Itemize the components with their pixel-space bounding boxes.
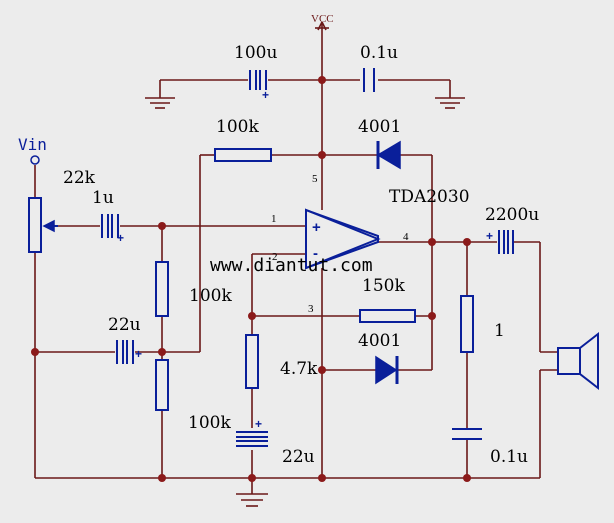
resistor-4.7k bbox=[245, 334, 259, 389]
svg-text:+: + bbox=[262, 88, 269, 102]
capacitor-2200u-output: + bbox=[486, 229, 514, 254]
label-c-22u-ground: 22u bbox=[282, 447, 315, 467]
ground-icon bbox=[236, 493, 268, 507]
vcc-label: VCC bbox=[311, 13, 334, 25]
label-ic-tda2030: TDA2030 bbox=[389, 187, 470, 207]
label-c-0.1u-top: 0.1u bbox=[360, 43, 398, 63]
label-r-150k: 150k bbox=[362, 276, 405, 296]
capacitor-100u-top: + bbox=[249, 70, 269, 102]
label-d-4001-top: 4001 bbox=[358, 117, 401, 137]
label-r-1: 1 bbox=[494, 321, 505, 341]
junction-nodes bbox=[31, 76, 471, 482]
svg-text:-: - bbox=[313, 245, 318, 262]
label-r-100k-bottom: 100k bbox=[188, 413, 231, 433]
vin-terminal bbox=[30, 155, 40, 165]
resistor-1ohm bbox=[460, 295, 474, 353]
label-pot-22k: 22k bbox=[63, 168, 96, 188]
speaker-icon bbox=[557, 331, 599, 391]
capacitor-22u-ground: + bbox=[236, 417, 268, 447]
diode-4001-bottom bbox=[375, 355, 399, 385]
label-c-1u: 1u bbox=[92, 188, 114, 208]
svg-text:+: + bbox=[312, 219, 321, 236]
capacitor-0.1u-top bbox=[363, 68, 375, 92]
label-r-100k-mid: 100k bbox=[189, 286, 232, 306]
ground-icon bbox=[435, 97, 465, 109]
capacitor-0.1u-zobel bbox=[452, 428, 482, 440]
label-c-2200u: 2200u bbox=[485, 205, 539, 225]
resistor-100k-mid bbox=[155, 261, 169, 317]
capacitor-1u-input: + bbox=[101, 214, 124, 245]
resistor-100k-top bbox=[214, 148, 272, 162]
label-c-22u-bias: 22u bbox=[108, 315, 141, 335]
wires bbox=[34, 22, 558, 494]
label-d-4001-bottom: 4001 bbox=[358, 331, 401, 351]
resistor-150k bbox=[359, 309, 416, 323]
pin-2-label: 2 bbox=[272, 251, 278, 263]
pin-4-label: 4 bbox=[403, 231, 409, 243]
pin-5-label: 5 bbox=[312, 173, 318, 185]
diode-4001-top bbox=[376, 140, 401, 170]
svg-text:+: + bbox=[135, 347, 142, 361]
opamp-tda2030: + - bbox=[305, 208, 381, 270]
label-r-100k-top: 100k bbox=[216, 117, 259, 137]
label-c-100u-top: 100u bbox=[234, 43, 277, 63]
svg-text:+: + bbox=[117, 231, 124, 245]
label-c-0.1u-zobel: 0.1u bbox=[490, 447, 528, 467]
ground-icon bbox=[145, 97, 175, 109]
svg-text:+: + bbox=[255, 417, 262, 431]
label-vin: Vin bbox=[18, 135, 47, 154]
label-r-4.7k: 4.7k bbox=[280, 359, 318, 379]
watermark: www.diantut.com bbox=[210, 255, 373, 276]
svg-text:+: + bbox=[486, 229, 493, 243]
capacitor-22u-bias: + bbox=[116, 340, 142, 364]
pin-1-label: 1 bbox=[271, 213, 277, 225]
ground-symbols bbox=[145, 97, 465, 507]
potentiometer-22k bbox=[28, 197, 58, 253]
vcc-terminal: VCC bbox=[311, 13, 334, 31]
pin-3-label: 3 bbox=[308, 303, 314, 315]
resistor-100k-bottom bbox=[155, 359, 169, 411]
